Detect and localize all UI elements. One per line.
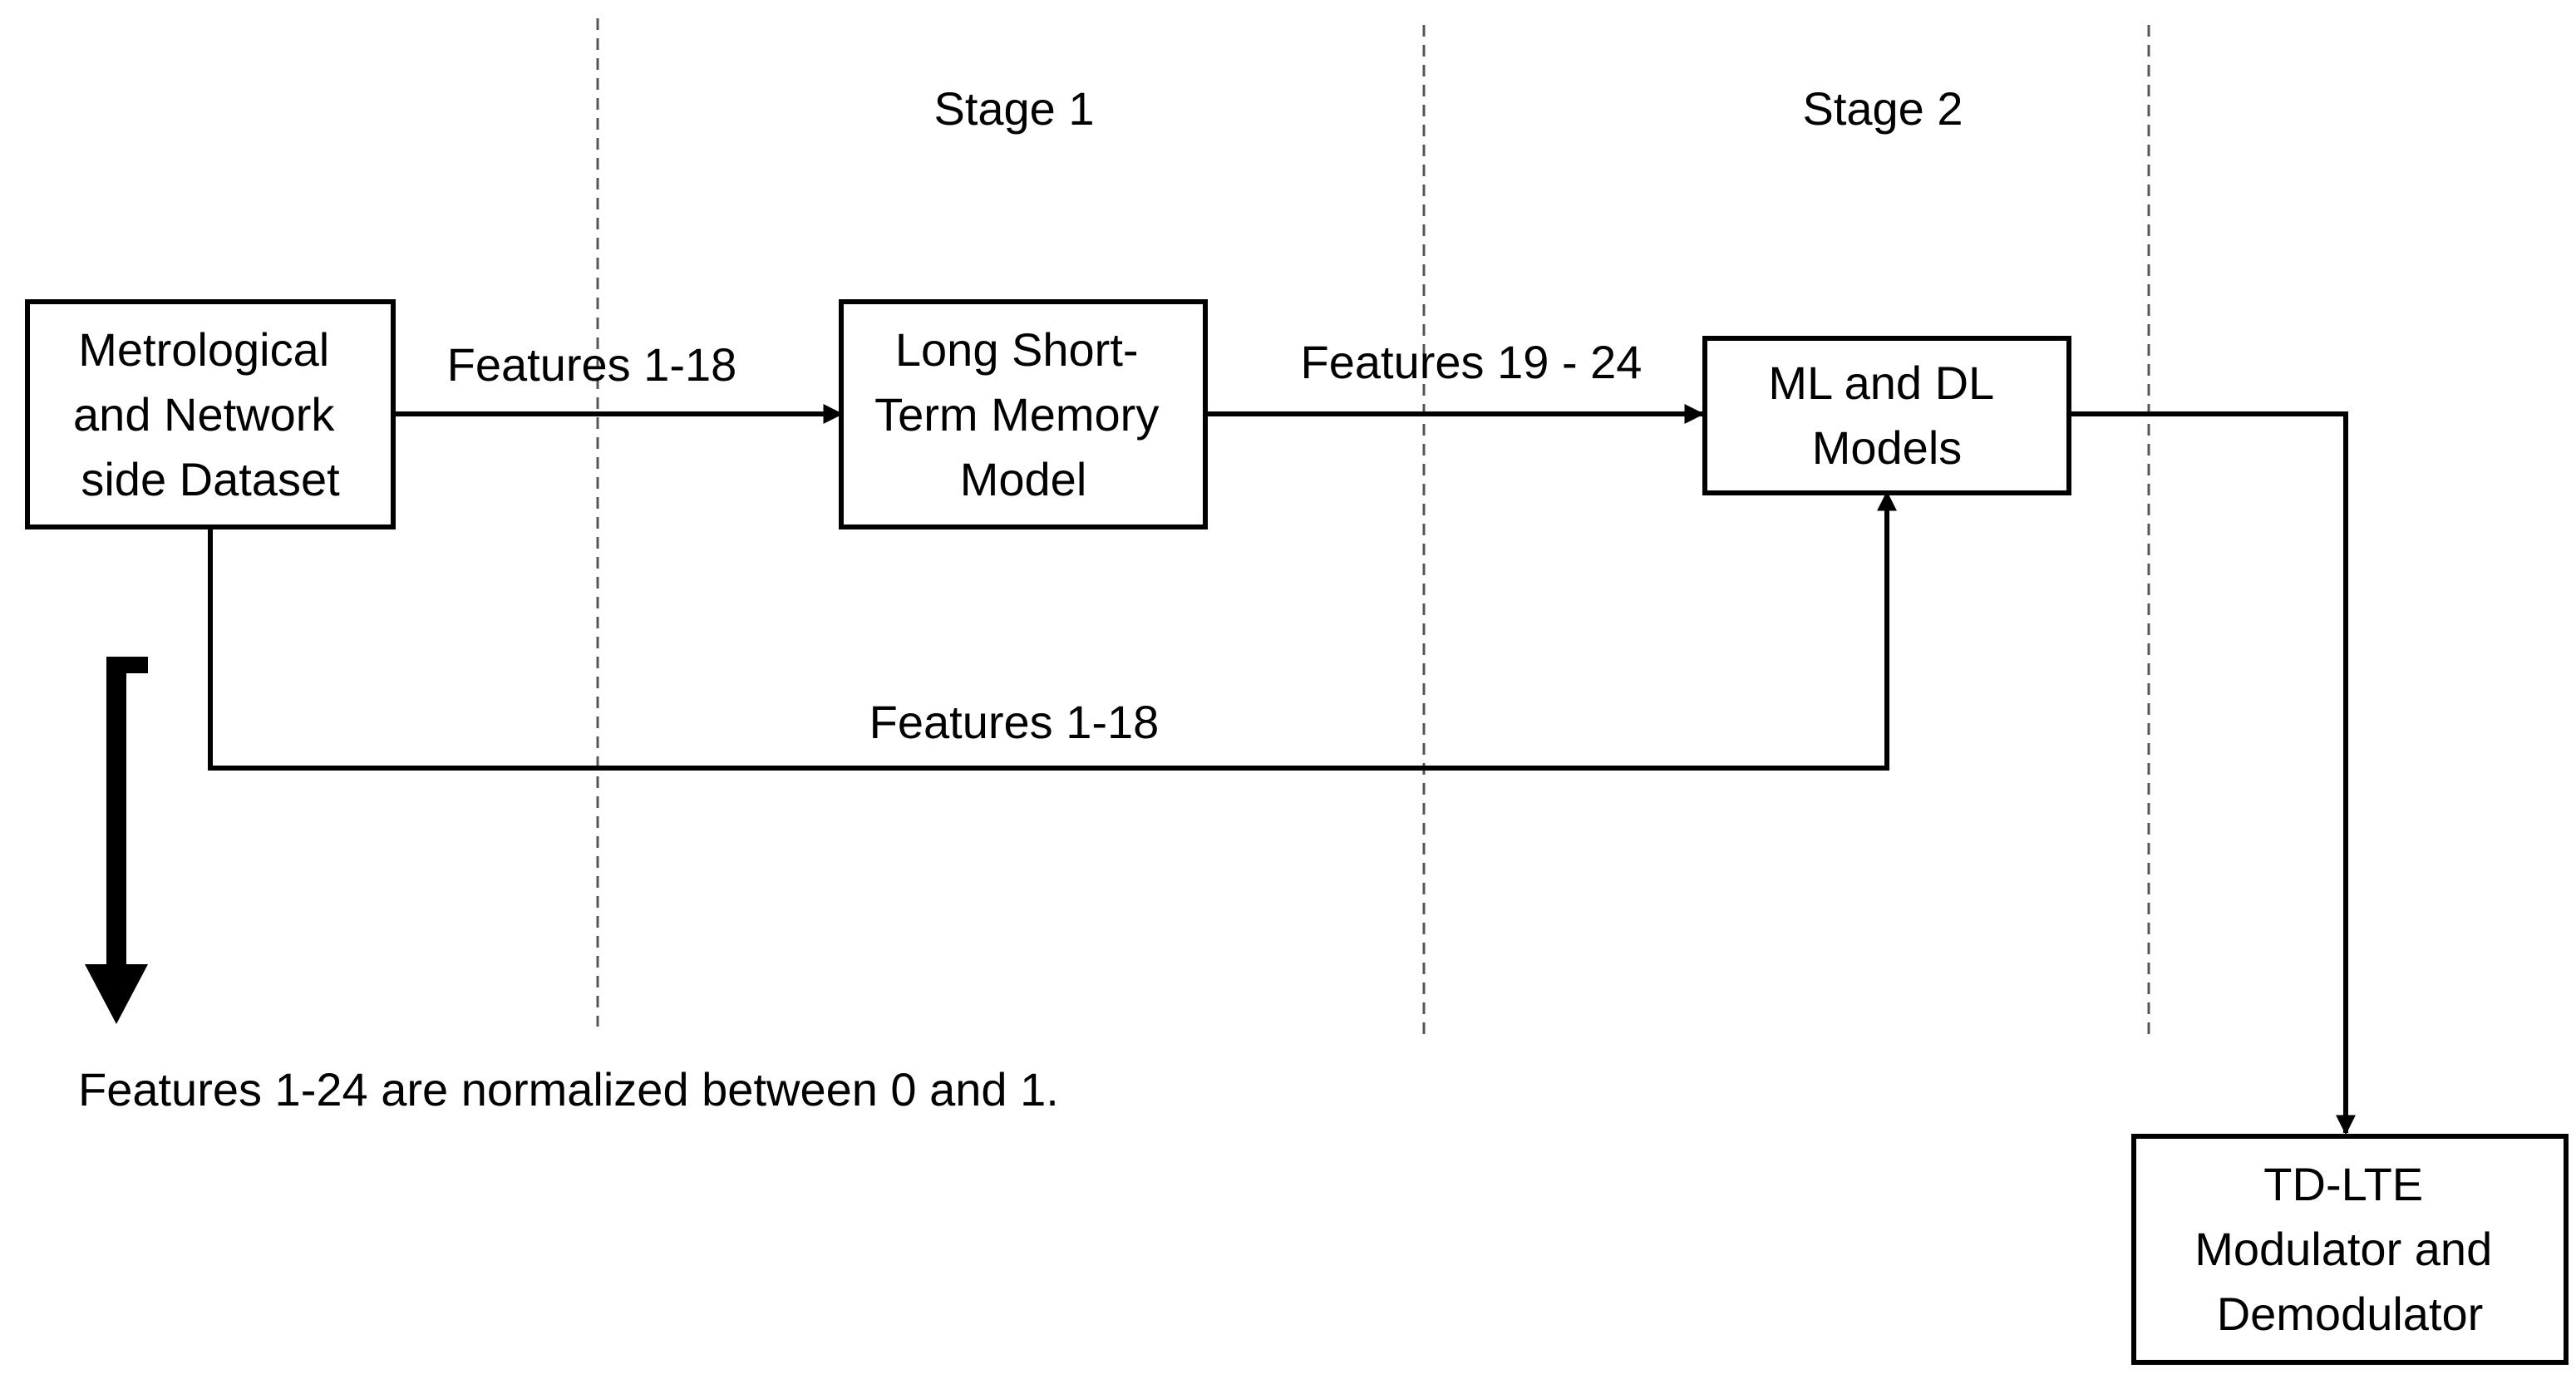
node-ml-dl-models-box	[1702, 336, 2071, 495]
node-lstm-box	[839, 299, 1208, 529]
node-lstm: Long Short- Term Memory Model	[839, 299, 1208, 529]
node-dataset-label: Metrological and Network side Dataset	[73, 323, 347, 505]
node-tdlte-label: TD-LTE Modulator and Demodulator	[2194, 1158, 2505, 1340]
node-tdlte: TD-LTE Modulator and Demodulator	[2131, 1134, 2569, 1365]
edge-label-dataset-to-models: Features 1-18	[869, 696, 1160, 748]
arrow-dataset-to-models	[208, 490, 1897, 771]
normalization-note: Features 1-24 are normalized between 0 a…	[78, 1063, 1059, 1116]
stage-1-label: Stage 1	[933, 82, 1094, 135]
node-ml-dl-models-label: ML and DL Models	[1768, 357, 2005, 474]
node-tdlte-box	[2131, 1134, 2569, 1365]
stage-2-label: Stage 2	[1802, 82, 1963, 135]
node-dataset: Metrological and Network side Dataset	[25, 299, 396, 529]
node-ml-dl-models: ML and DL Models	[1702, 336, 2071, 495]
edge-label-lstm-to-models: Features 19 - 24	[1301, 336, 1643, 388]
down-arrow-icon	[85, 657, 148, 1024]
edge-label-dataset-to-lstm: Features 1-18	[447, 338, 737, 391]
arrow-models-to-tdlte	[2069, 411, 2356, 1135]
node-lstm-label: Long Short- Term Memory Model	[874, 323, 1172, 505]
node-dataset-box	[25, 299, 396, 529]
